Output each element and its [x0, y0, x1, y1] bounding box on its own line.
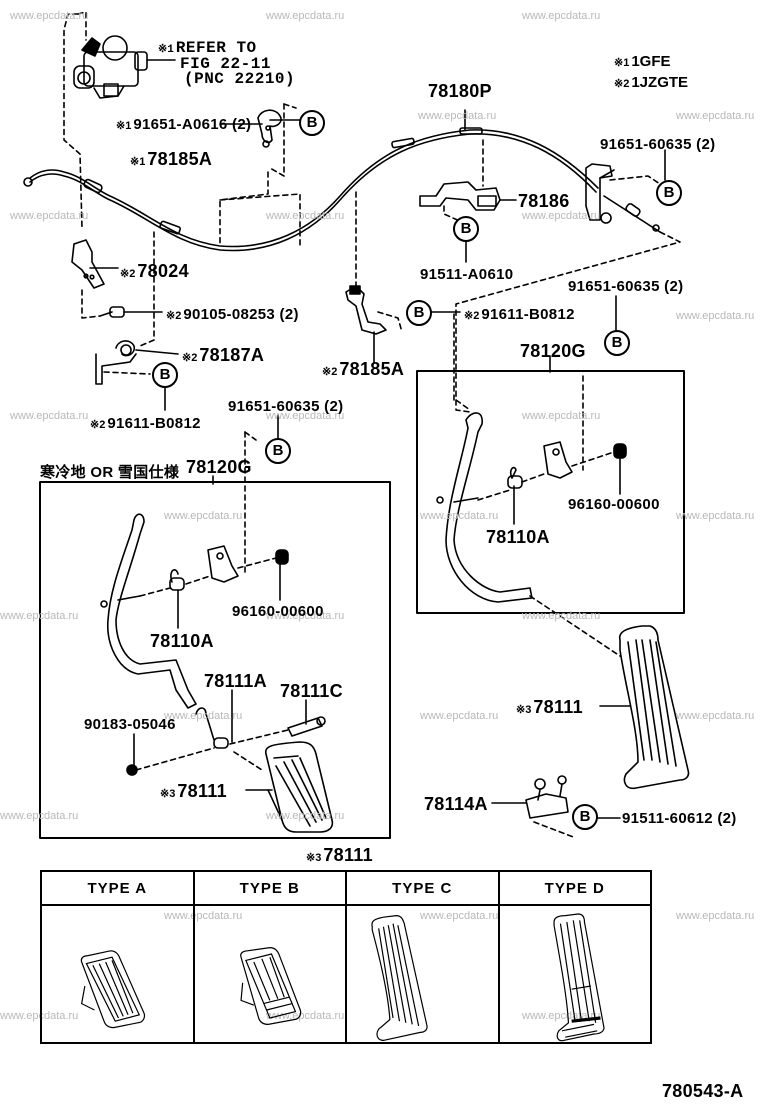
figure-id: 780543-A: [662, 1081, 744, 1101]
watermark: www.epcdata.ru: [266, 210, 345, 222]
type-d-header: TYPE D: [497, 870, 652, 906]
watermark: www.epcdata.ru: [10, 410, 89, 422]
throttle-body-illustration: [73, 35, 176, 99]
watermark: www.epcdata.ru: [676, 710, 755, 722]
type-d-cell[interactable]: [497, 904, 652, 1044]
watermark: www.epcdata.ru: [266, 10, 345, 22]
pedal-pad-right-illustration: [618, 625, 690, 790]
watermark: www.epcdata.ru: [266, 610, 345, 622]
bolt-90105-illustration: [99, 306, 125, 318]
accelerator-cable-illustration: [23, 127, 599, 252]
watermark: www.epcdata.ru: [522, 210, 601, 222]
ref-circle-b[interactable]: B: [299, 110, 325, 136]
type-b-cell[interactable]: [192, 904, 347, 1044]
watermark: www.epcdata.ru: [266, 410, 345, 422]
part-label-91511-a0610[interactable]: 91511-A0610: [420, 266, 514, 283]
watermark: www.epcdata.ru: [676, 110, 755, 122]
cable-end-bracket-illustration: [585, 163, 661, 233]
pedal-pivot-78114a-illustration: [525, 775, 569, 819]
type-a-header: TYPE A: [40, 870, 195, 906]
watermark: www.epcdata.ru: [0, 810, 79, 822]
watermark: www.epcdata.ru: [266, 810, 345, 822]
pedal-pad-left-illustration: [264, 741, 334, 833]
ref-circle-b[interactable]: B: [265, 438, 291, 464]
bracket-78185a-top-illustration: [257, 109, 282, 148]
part-label-91511-60612[interactable]: 91511-60612 (2): [622, 810, 737, 827]
part-label-78111c[interactable]: 78111C: [280, 681, 343, 701]
watermark: www.epcdata.ru: [164, 710, 243, 722]
watermark: www.epcdata.ru: [522, 10, 601, 22]
ref-circle-b[interactable]: B: [152, 362, 178, 388]
ref-circle-b[interactable]: B: [604, 330, 630, 356]
part-label-91651-60635-b[interactable]: 91651-60635 (2): [568, 278, 684, 295]
clamp-78187a-illustration: [95, 340, 137, 385]
watermark: www.epcdata.ru: [676, 510, 755, 522]
watermark: www.epcdata.ru: [418, 110, 497, 122]
watermark: www.epcdata.ru: [522, 410, 601, 422]
ref-circle-b[interactable]: B: [453, 216, 479, 242]
pin-78111c-illustration: [287, 716, 326, 737]
part-label-96160-00600-right[interactable]: 96160-00600: [568, 496, 660, 513]
part-label-78111a[interactable]: 78111A: [204, 671, 267, 691]
watermark: www.epcdata.ru: [676, 910, 755, 922]
type-c-header: TYPE C: [345, 870, 500, 906]
watermark: www.epcdata.ru: [0, 610, 79, 622]
part-label-78120g-right[interactable]: 78120G: [520, 341, 586, 361]
part-label-78110a-right[interactable]: 78110A: [486, 527, 550, 547]
watermark: www.epcdata.ru: [420, 510, 499, 522]
watermark: www.epcdata.ru: [10, 10, 89, 22]
bracket-78186-illustration: [419, 181, 501, 211]
cold-region-spec-label: 寒冷地 OR 雪国仕様: [40, 464, 180, 481]
pedal-types-table: TYPE A TYPE B TYPE C TYPE D: [40, 870, 652, 1044]
watermark: www.epcdata.ru: [420, 710, 499, 722]
bracket-78024-illustration: [71, 239, 105, 289]
clip-90183-illustration: [126, 764, 138, 776]
watermark: www.epcdata.ru: [10, 210, 89, 222]
part-label-78186[interactable]: 78186: [518, 191, 570, 211]
part-label-78120g-left[interactable]: 78120G: [186, 457, 252, 477]
part-label-91651-60635-c[interactable]: 91651-60635 (2): [228, 398, 344, 415]
pedal-type-b-icon: [239, 946, 301, 1026]
part-label-90183-05046[interactable]: 90183-05046: [84, 716, 176, 733]
bracket-78185a-lower-illustration: [345, 285, 387, 335]
watermark: www.epcdata.ru: [164, 510, 243, 522]
pedal-type-a-icon: [80, 950, 146, 1029]
ref-circle-b[interactable]: B: [406, 300, 432, 326]
part-label-78110a-left[interactable]: 78110A: [150, 631, 214, 651]
ref-circle-b[interactable]: B: [572, 804, 598, 830]
type-b-header: TYPE B: [192, 870, 347, 906]
part-label-91651-60635-a[interactable]: 91651-60635 (2): [600, 136, 716, 153]
part-label-78114a[interactable]: 78114A: [424, 794, 488, 814]
watermark: www.epcdata.ru: [522, 610, 601, 622]
watermark: www.epcdata.ru: [676, 310, 755, 322]
part-label-96160-00600-left[interactable]: 96160-00600: [232, 603, 324, 620]
ref-circle-b[interactable]: B: [656, 180, 682, 206]
type-a-cell[interactable]: [40, 904, 195, 1044]
part-label-78180p[interactable]: 78180P: [428, 81, 492, 101]
type-c-cell[interactable]: [345, 904, 500, 1044]
accelerator-pedal-lever-left-illustration: [100, 513, 289, 709]
spring-78111a-illustration: [195, 707, 229, 749]
pedal-type-c-icon: [371, 914, 428, 1042]
pedal-type-d-icon: [552, 913, 605, 1042]
